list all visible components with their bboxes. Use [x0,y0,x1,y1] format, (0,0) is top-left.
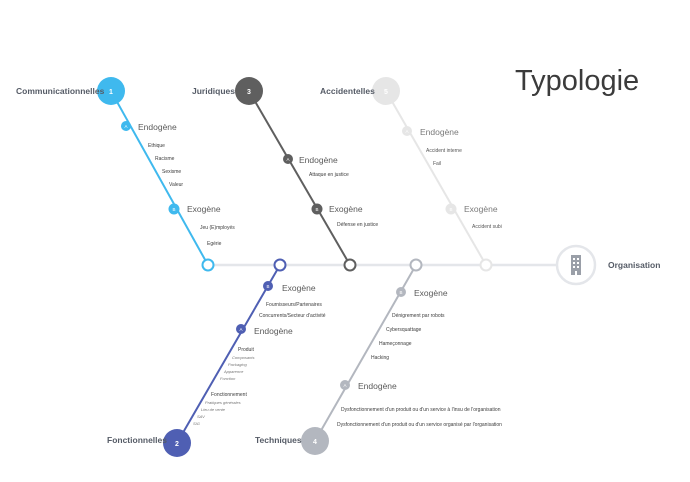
list-item: Concurrents/Secteur d'activité [259,313,326,319]
list-item: Dénigrement par robots [392,313,445,319]
exogene-label: Exogène [329,204,363,214]
endogene-label: Endogène [420,127,459,137]
list-item: Hacking [371,355,389,361]
list-item: Lieu de vente [201,407,226,412]
spine-junction [343,258,357,272]
category-label: Juridiques [192,86,235,96]
list-item: Cybersquattage [386,327,422,333]
exogene-badge [263,281,273,291]
endogene-label: Endogène [358,381,397,391]
endogene-label: Endogène [138,122,177,132]
branch-fonctionnelles: 2 Fonctionnelles B Exogène Fournisseurs/… [107,258,326,457]
endogene-badge [121,121,131,131]
exogene-badge [396,287,406,297]
category-number: 2 [175,441,179,448]
exogene-letter: B [449,207,452,212]
exogene-letter: B [399,290,402,295]
list-item: Fonction [220,376,236,381]
spine-junction [273,258,287,272]
list-item: Ethique [148,143,165,149]
endogene-label: Endogène [254,326,293,336]
list-item: Valeur [169,182,183,188]
branch-juridiques: 3 Juridiques A Endogène Attaque en justi… [192,77,378,272]
endogene-letter: A [286,157,289,162]
list-item: Défense en justice [337,222,378,228]
category-label: Techniques [255,435,302,445]
list-item: Hameçonnage [379,341,412,347]
list-item: Dysfonctionnement d'un produit ou d'un s… [337,422,502,428]
exogene-badge [311,203,323,215]
list-item: Sexisme [162,169,181,175]
branch-line [176,264,281,444]
category-label: Fonctionnelles [107,435,167,445]
page-title: Typologie [515,65,639,97]
list-item: Attaque en justice [309,172,349,178]
category-number-circle [235,77,263,105]
spine-junction [201,258,215,272]
organisation-label: Organisation [608,260,660,270]
endogene-letter: A [343,383,346,388]
list-item: Pratiques générales [205,400,241,405]
endogene-letter: A [405,129,408,134]
category-number: 4 [313,439,317,446]
exogene-label: Exogène [414,288,448,298]
list-item: Jeu (E)mployés [200,225,235,231]
fonctionnement-label: Fonctionnement [211,392,247,398]
list-item: SIG [193,421,200,426]
category-number-circle [372,77,400,105]
branch-line [110,90,209,266]
list-item: Racisme [155,156,175,162]
exogene-letter: B [172,207,175,212]
list-item: Fournisseurs/Partenaires [266,302,322,308]
endogene-badge [402,126,412,136]
building-icon [571,255,581,275]
endogene-badge [283,154,293,164]
exogene-label: Exogène [464,204,498,214]
category-number: 3 [247,89,251,96]
exogene-badge [168,203,180,215]
exogene-letter: B [315,207,318,212]
endogene-label: Endogène [299,155,338,165]
category-number: 5 [384,89,388,96]
exogene-label: Exogène [282,283,316,293]
produit-label: Produit [238,347,254,353]
exogene-badge [445,203,457,215]
category-number-circle [97,77,125,105]
category-number-circle [301,427,329,455]
list-item: Egérie [207,241,222,247]
exogene-letter: B [266,284,269,289]
endogene-badge [236,324,246,334]
branch-line [248,90,351,266]
list-item: Fail [433,161,441,167]
category-label: Communicationnelles [16,86,105,96]
list-item: Apparence [223,369,244,374]
endogene-letter: A [124,124,127,129]
branch-line [385,90,487,266]
list-item: SAV [197,414,205,419]
list-item: Composants [232,355,254,360]
category-number-circle [163,429,191,457]
category-number: 1 [109,89,113,96]
list-item: Accident subi [472,224,502,230]
branch-communicationnelles: 1 Communicationnelles A Endogène Ethique… [16,77,235,272]
list-item: Accident interne [426,148,462,154]
branch-techniques: 4 Techniques B Exogène Dénigrement par r… [255,258,502,455]
organisation-node [555,244,597,286]
endogene-letter: A [239,327,242,332]
category-label: Accidentelles [320,86,375,96]
endogene-badge [340,380,350,390]
list-item: Dysfonctionnement d'un produit ou d'un s… [341,407,501,413]
spine-junction [409,258,423,272]
list-item: Packaging [228,362,247,367]
spine-junction [479,258,493,272]
exogene-label: Exogène [187,204,221,214]
branch-accidentelles: 5 Accidentelles A Endogène Accident inte… [320,77,502,272]
